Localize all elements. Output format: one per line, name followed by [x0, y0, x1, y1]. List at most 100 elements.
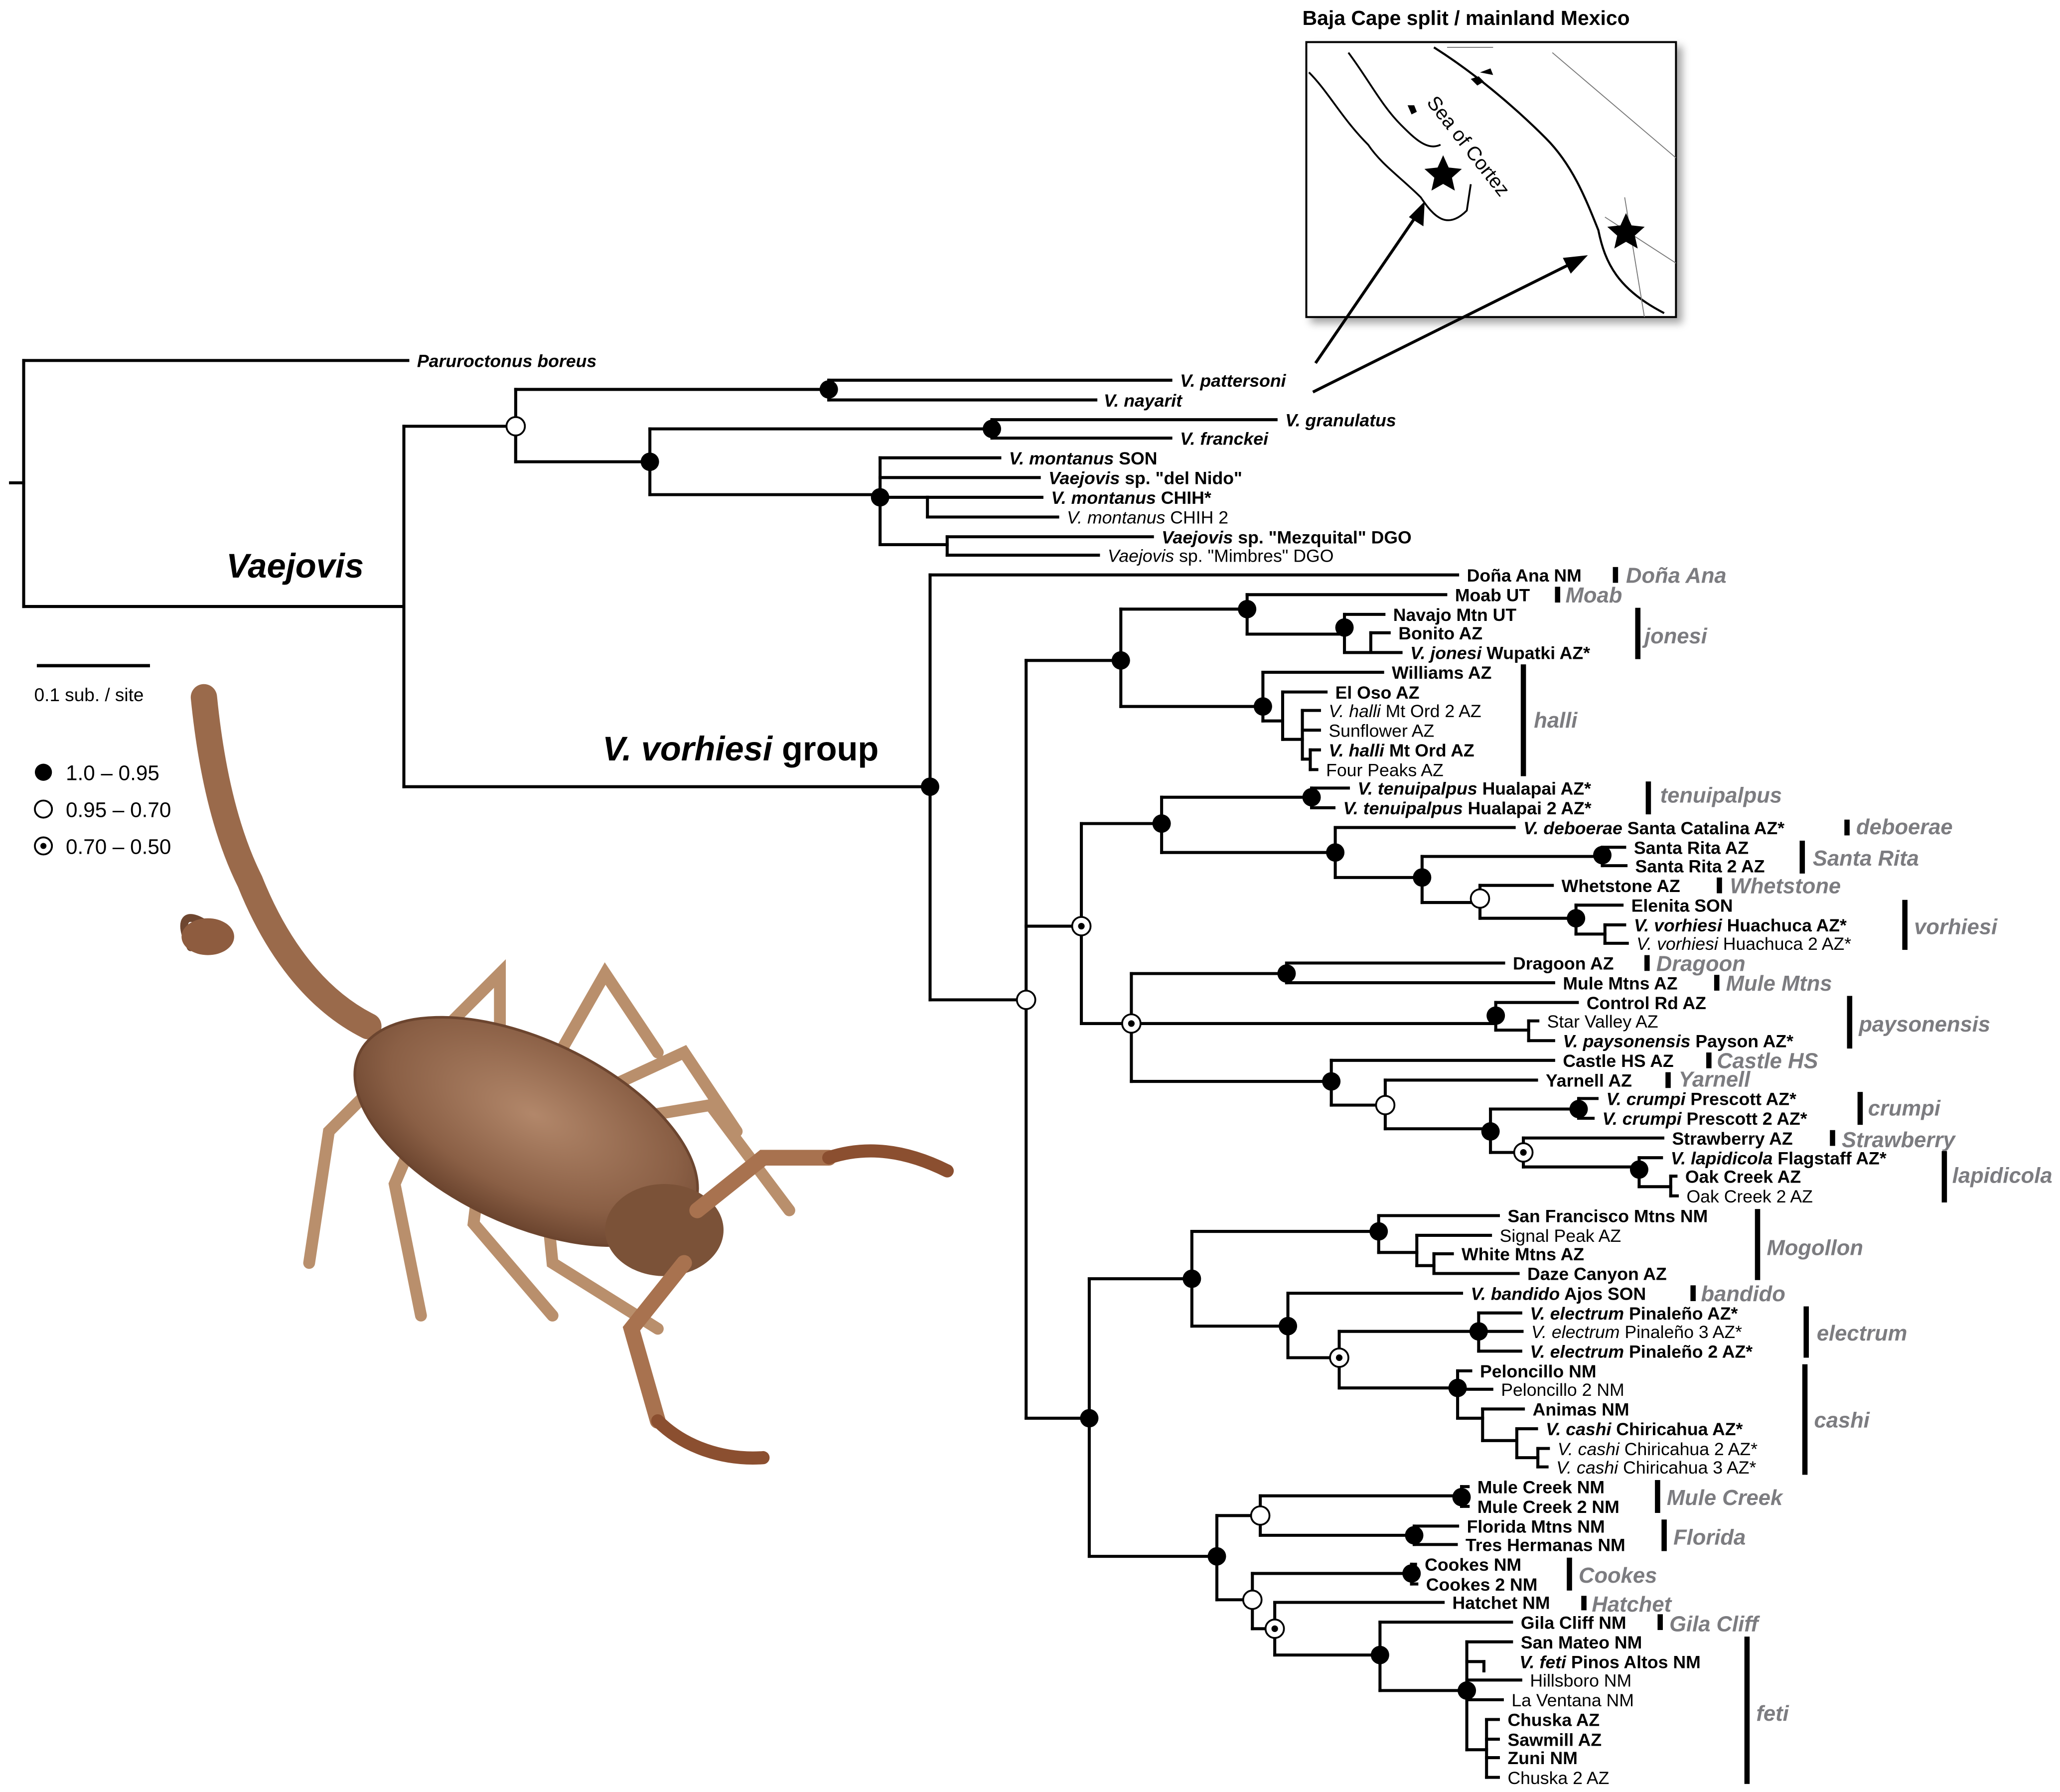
clade-label: cashi — [1814, 1408, 1870, 1432]
tip-label-part: Mule Creek NM — [1477, 1477, 1605, 1497]
tip-label: Mule Mtns AZ — [1563, 973, 1677, 993]
clade-bar — [1830, 1130, 1835, 1146]
tip-label-part: V. granulatus — [1285, 410, 1396, 430]
support-node-high — [1405, 1526, 1424, 1545]
support-node-mid — [1242, 1589, 1263, 1610]
support-node-high — [1152, 814, 1171, 833]
tip-label: Control Rd AZ — [1587, 993, 1706, 1013]
tip-label: Hatchet NM — [1453, 1593, 1550, 1613]
tip-label: Sawmill AZ — [1507, 1730, 1602, 1750]
clade-label: Doña Ana — [1626, 564, 1727, 588]
legend-label: 0.95 – 0.70 — [66, 798, 171, 821]
tip-label: Navajo Mtn UT — [1393, 605, 1517, 625]
tip-label-part: Pinaleño AZ* — [1624, 1304, 1738, 1324]
arrow-nayarit — [1312, 262, 1573, 394]
tip-label-part: Chiricahua AZ* — [1611, 1419, 1743, 1439]
tip-label-part: V. franckei — [1180, 429, 1269, 448]
clade-bar — [1844, 819, 1850, 836]
support-node-high — [871, 488, 889, 507]
map-lines — [1308, 46, 1676, 317]
genus-label: Vaejovis — [226, 547, 364, 585]
support-node-high — [640, 452, 659, 471]
support-node-low-dot — [1335, 1354, 1343, 1361]
support-node-high — [1369, 1222, 1388, 1241]
tip-label-part: Peloncillo NM — [1480, 1361, 1597, 1381]
support-node-high — [1593, 846, 1612, 865]
tip-label-part: Cookes NM — [1425, 1555, 1521, 1575]
tip-label: V. deboerae Santa Catalina AZ* — [1523, 818, 1784, 838]
tip-label-part: V. feti — [1519, 1652, 1567, 1672]
support-node-high — [1182, 1269, 1201, 1288]
tip-label-part: San Francisco Mtns NM — [1507, 1206, 1708, 1226]
clade-bar — [1555, 587, 1561, 603]
scorpion-telson — [181, 918, 234, 955]
tip-label: V. cashi Chiricahua 3 AZ* — [1556, 1458, 1756, 1478]
tip-label-part: V. bandido — [1471, 1284, 1560, 1304]
group-label-italic: V. vorhiesi — [602, 730, 773, 768]
tip-label-part: Paruroctonus boreus — [417, 351, 596, 371]
tip-label-part: V. montanus — [1051, 488, 1156, 508]
tip-label-part: Pinos Altos NM — [1566, 1652, 1701, 1672]
clade-label: Moab — [1566, 584, 1622, 607]
tip-label: V. montanus CHIH 2 — [1067, 508, 1228, 528]
clade-bar — [1690, 1285, 1696, 1301]
clade-label: Gila Cliff — [1669, 1613, 1761, 1637]
tip-label-part: Yarnell AZ — [1546, 1071, 1632, 1091]
tip-label-part: sp. "Mezquital" DGO — [1233, 527, 1411, 547]
tip-label-part: Castle HS AZ — [1563, 1051, 1673, 1071]
tip-label-part: Hillsboro NM — [1530, 1670, 1631, 1690]
support-node-high — [1458, 1681, 1476, 1700]
tip-label-part: V. electrum — [1531, 1322, 1620, 1342]
tip-label: Elenita SON — [1631, 896, 1733, 916]
support-node-mid — [1375, 1095, 1396, 1115]
tip-label: Vaejovis sp. "Mimbres" DGO — [1108, 546, 1334, 566]
tip-label: Hillsboro NM — [1530, 1670, 1631, 1690]
state-borders — [1447, 47, 1676, 317]
support-node-high — [1080, 1409, 1099, 1428]
tip-label: Bonito AZ — [1398, 623, 1482, 643]
tip-label-part: V. vorhiesi — [1634, 915, 1723, 935]
tip-label-part: Four Peaks AZ — [1326, 760, 1444, 780]
tip-label-part: sp. "Mimbres" DGO — [1174, 546, 1333, 566]
tip-label-part: Tres Hermanas NM — [1466, 1535, 1625, 1555]
scale-bar-label: 0.1 sub. / site — [34, 685, 144, 705]
tip-label-part: Florida Mtns NM — [1467, 1517, 1605, 1537]
tip-label-part: Mt Ord AZ — [1384, 741, 1474, 760]
tip-label: Florida Mtns NM — [1467, 1517, 1605, 1537]
tip-label-part: Chuska AZ — [1507, 1710, 1600, 1730]
tip-label-part: Huachuca AZ* — [1722, 915, 1847, 935]
clade-label: electrum — [1817, 1322, 1908, 1345]
group-label: V. vorhiesi group — [602, 730, 879, 768]
tip-label: San Mateo NM — [1521, 1633, 1642, 1652]
support-node-high — [1452, 1488, 1471, 1506]
tip-label-part: Doña Ana NM — [1467, 566, 1582, 586]
tip-label-part: Hatchet NM — [1453, 1593, 1550, 1613]
legend-dotted-center — [40, 843, 47, 849]
clade-bar — [1847, 996, 1853, 1049]
tip-label-part: Santa Catalina AZ* — [1622, 818, 1784, 838]
tip-label-part: Cookes 2 NM — [1426, 1575, 1538, 1595]
clade-label: Yarnell — [1679, 1068, 1751, 1092]
tip-label-part: Chiricahua 2 AZ* — [1619, 1439, 1758, 1459]
tip-label: Williams AZ — [1392, 663, 1491, 683]
tip-label: Gila Cliff NM — [1521, 1613, 1626, 1633]
tip-label-part: V. halli — [1328, 741, 1385, 760]
tip-label: V. lapidicola Flagstaff AZ* — [1671, 1148, 1887, 1168]
scorpion-photo — [180, 684, 954, 1465]
tip-label-part: Moab UT — [1455, 585, 1530, 605]
tip-label-part: Oak Creek AZ — [1685, 1167, 1801, 1187]
support-node-high — [1207, 1547, 1226, 1566]
tip-label-part: Hualapai 2 AZ* — [1463, 798, 1592, 818]
tip-label: Cookes 2 NM — [1426, 1575, 1538, 1595]
tip-label: V. halli Mt Ord AZ — [1328, 741, 1474, 760]
baja-east-coast — [1347, 52, 1441, 148]
clade-bar — [1665, 1072, 1671, 1088]
support-node-high — [1335, 618, 1354, 637]
tip-label-part: Elenita SON — [1631, 896, 1733, 916]
clade-bar — [1635, 607, 1641, 659]
tip-label-part: Prescott 2 AZ* — [1682, 1109, 1807, 1129]
scorpion-tail — [190, 684, 382, 1040]
tip-label: El Oso AZ — [1335, 683, 1420, 703]
tip-label-part: Vaejovis — [1108, 546, 1175, 566]
